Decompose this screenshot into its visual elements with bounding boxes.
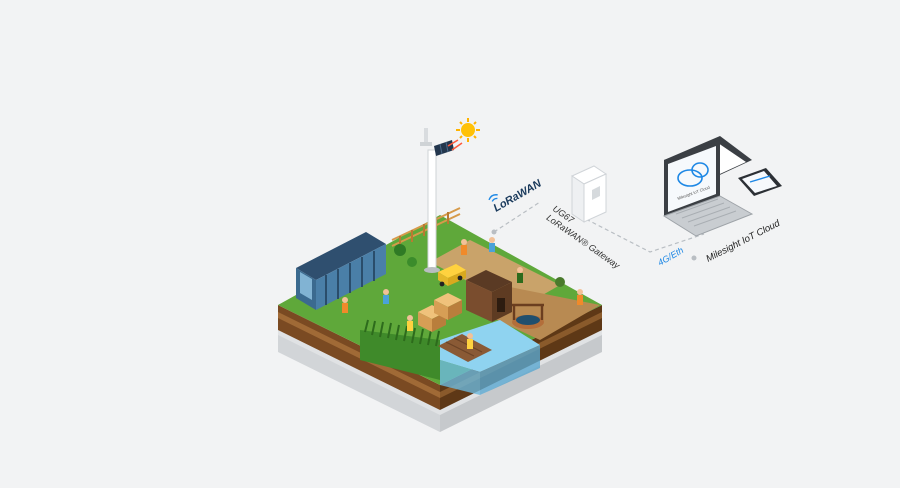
crop-field xyxy=(360,319,440,380)
laptop: Milesight IoT Cloud xyxy=(662,136,754,237)
shed xyxy=(466,270,512,322)
weather-station xyxy=(420,128,454,273)
fence xyxy=(391,207,461,248)
greenhouse xyxy=(296,232,386,310)
solar-panel-icon xyxy=(434,140,454,156)
well xyxy=(512,303,544,329)
vehicle xyxy=(438,264,466,287)
gateway-device xyxy=(570,165,608,223)
wifi-signal-icon xyxy=(488,194,498,202)
lorawan-logo-text: LoRaWAN xyxy=(492,177,545,215)
phone xyxy=(738,168,782,196)
link-label: 4G/Eth xyxy=(656,245,685,268)
trees xyxy=(394,244,565,287)
workers xyxy=(342,237,583,349)
cloud-icon xyxy=(677,162,709,187)
lorawan-logo: LoRaWAN xyxy=(488,177,545,215)
crates xyxy=(418,293,462,332)
sun-icon xyxy=(447,118,480,151)
network-links xyxy=(491,201,705,261)
